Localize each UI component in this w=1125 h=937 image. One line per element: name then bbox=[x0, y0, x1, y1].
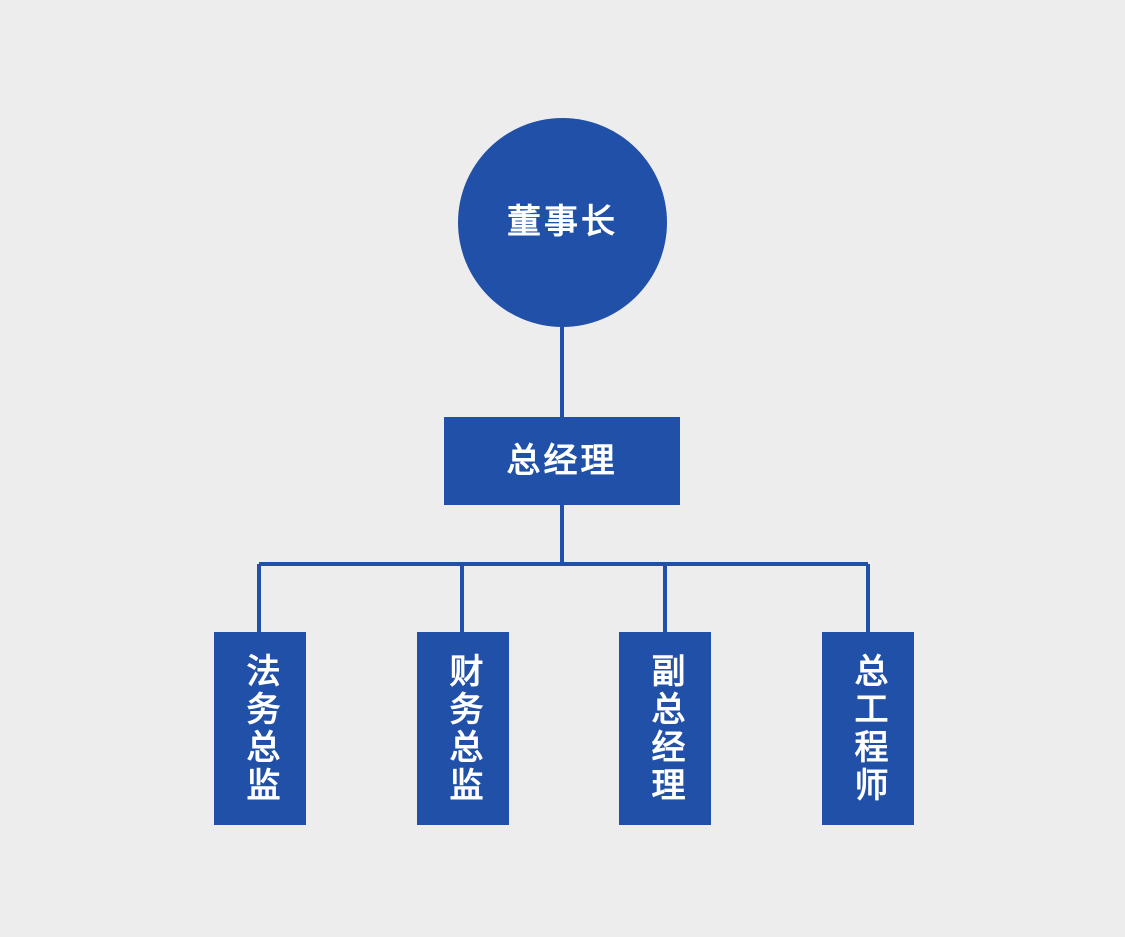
node-general-manager[interactable]: 总经理 bbox=[444, 417, 680, 505]
node-chief-engineer[interactable]: 总工程师 bbox=[822, 632, 914, 825]
node-chairman[interactable]: 董事长 bbox=[458, 118, 667, 327]
node-general-manager-label: 总经理 bbox=[506, 441, 618, 480]
node-chairman-label: 董事长 bbox=[507, 203, 618, 242]
node-deputy-general-manager-label: 副总经理 bbox=[646, 652, 684, 805]
node-legal-director[interactable]: 法务总监 bbox=[214, 632, 306, 825]
node-finance-director[interactable]: 财务总监 bbox=[417, 632, 509, 825]
node-legal-director-label: 法务总监 bbox=[241, 652, 279, 805]
node-chief-engineer-label: 总工程师 bbox=[849, 652, 887, 805]
node-deputy-general-manager[interactable]: 副总经理 bbox=[619, 632, 711, 825]
node-finance-director-label: 财务总监 bbox=[444, 652, 482, 805]
